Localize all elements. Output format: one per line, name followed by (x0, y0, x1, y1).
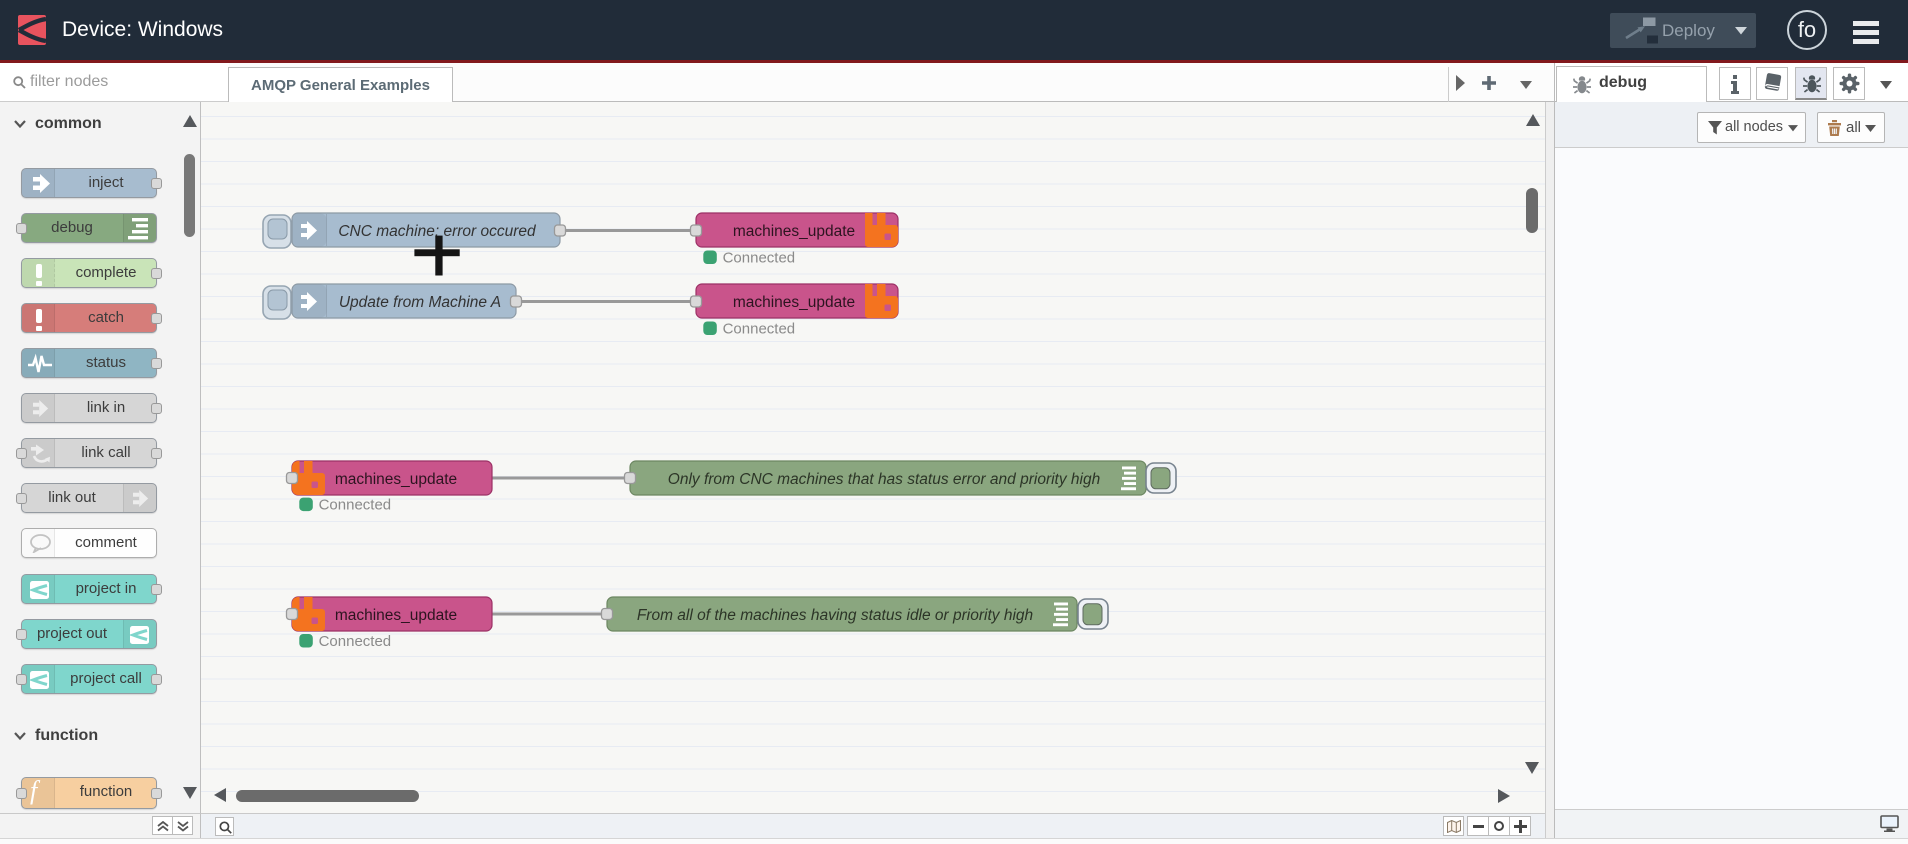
svg-text:Connected: Connected (319, 497, 392, 514)
svg-text:machines_update: machines_update (733, 294, 855, 311)
svg-text:machines_update: machines_update (733, 223, 855, 240)
svg-text:Connected: Connected (723, 321, 796, 338)
svg-text:Connected: Connected (319, 633, 392, 650)
svg-text:Only from CNC machines that ha: Only from CNC machines that has status e… (668, 471, 1100, 488)
svg-text:Update from Machine A: Update from Machine A (339, 294, 501, 311)
svg-text:CNC machine: error occured: CNC machine: error occured (338, 223, 537, 240)
svg-text:machines_update: machines_update (335, 607, 457, 624)
svg-text:machines_update: machines_update (335, 471, 457, 488)
svg-text:From all of the machines havin: From all of the machines having status i… (637, 607, 1033, 624)
svg-text:Connected: Connected (723, 250, 796, 267)
